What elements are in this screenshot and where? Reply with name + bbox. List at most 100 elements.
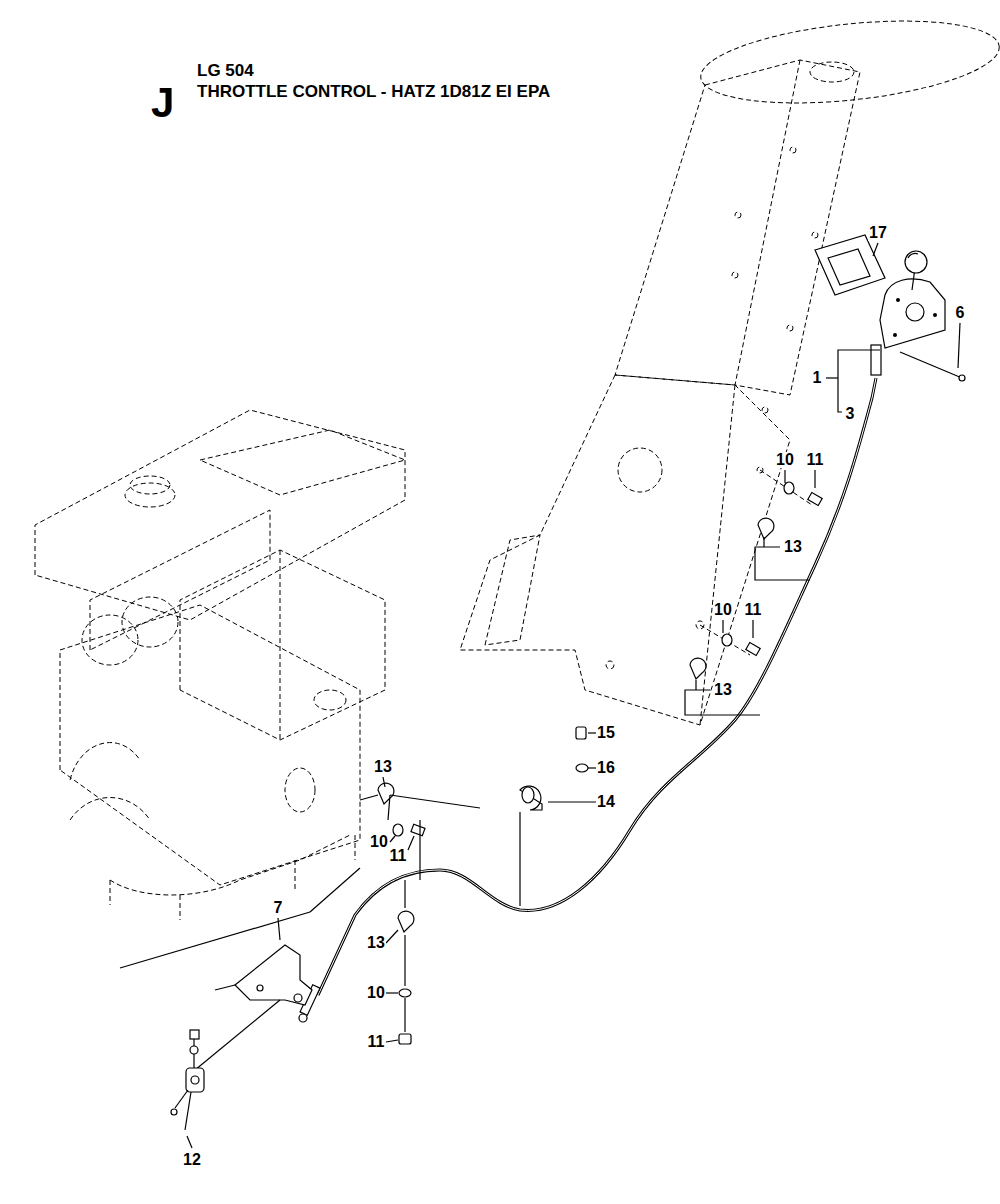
drawing-line xyxy=(700,385,735,725)
drawing-line xyxy=(386,992,398,993)
drawing-line xyxy=(722,634,732,646)
callout-number: 10 xyxy=(366,985,386,1001)
sheet-heading: LG 504 xyxy=(196,62,255,79)
drawing-line xyxy=(257,985,263,991)
drawing-line xyxy=(763,537,764,547)
callout-number: 10 xyxy=(369,834,389,850)
drawing-line xyxy=(360,795,378,800)
drawing-line xyxy=(193,1054,194,1068)
drawing-line xyxy=(393,824,403,836)
callout-number: 11 xyxy=(367,1034,386,1050)
drawing-line xyxy=(576,727,586,739)
drawing-line xyxy=(760,470,812,505)
callout-number: 13 xyxy=(783,539,803,555)
drawing-line xyxy=(386,930,398,943)
drawing-line xyxy=(815,235,885,295)
drawing-line xyxy=(826,377,838,378)
drawing-line xyxy=(190,1030,199,1039)
drawing-line xyxy=(419,820,420,880)
drawing-line xyxy=(190,1046,198,1054)
drawing-line xyxy=(896,298,900,302)
drawing-line xyxy=(175,1090,188,1108)
callout-number: 10 xyxy=(775,452,795,468)
drawing-line xyxy=(828,249,870,285)
engine-outline xyxy=(35,410,405,920)
drawing-line xyxy=(122,597,178,647)
drawing-line xyxy=(200,430,405,495)
drawing-line xyxy=(908,253,918,258)
drawing-line xyxy=(310,868,360,912)
drawing-line xyxy=(732,272,738,278)
callout-number: 11 xyxy=(744,602,763,618)
drawing-line xyxy=(191,1076,199,1084)
drawing-line xyxy=(280,550,281,740)
callout-number: 13 xyxy=(366,935,386,951)
drawing-line xyxy=(187,1136,192,1148)
drawing-line xyxy=(548,801,596,802)
drawing-line xyxy=(520,786,542,810)
drawing-line xyxy=(404,935,405,986)
drawing-line xyxy=(125,483,175,507)
drawing-line xyxy=(735,60,800,385)
sheet-heading: J xyxy=(150,82,175,124)
drawing-line xyxy=(82,615,138,665)
drawing-line xyxy=(606,661,614,669)
callout-number: 3 xyxy=(845,406,856,422)
callout-number: 1 xyxy=(812,370,823,386)
drawing-line xyxy=(588,767,596,768)
drawing-line xyxy=(958,323,960,368)
callout-number: 7 xyxy=(273,900,284,916)
drawing-line xyxy=(171,1109,177,1115)
drawing-line xyxy=(404,998,405,1032)
drawing-line xyxy=(398,911,414,932)
drawing-line xyxy=(180,895,181,920)
drawing-line xyxy=(838,350,880,412)
drawing-line xyxy=(130,476,170,494)
drawing-line xyxy=(893,333,897,337)
drawing-line xyxy=(314,690,346,710)
drawing-line xyxy=(588,732,596,733)
drawing-line xyxy=(735,212,741,218)
drawing-line xyxy=(388,795,390,820)
drawing-line xyxy=(519,812,520,906)
drawing-line xyxy=(697,9,1000,116)
drawing-line xyxy=(618,448,662,492)
throttle-cable xyxy=(318,378,876,995)
drawing-line xyxy=(784,470,785,483)
callout-number: 15 xyxy=(596,725,616,741)
drawing-line xyxy=(399,989,411,997)
drawing-line xyxy=(411,824,425,836)
drawing-line xyxy=(355,835,356,860)
leader-lines xyxy=(120,243,960,1148)
drawing-line xyxy=(758,518,774,539)
drawing-line xyxy=(285,768,315,812)
callout-number: 13 xyxy=(373,759,393,775)
callout-number: 10 xyxy=(713,602,733,618)
drawing-line xyxy=(404,880,405,908)
drawing-line xyxy=(185,1092,191,1130)
drawing-line xyxy=(808,493,822,506)
drawing-line xyxy=(295,860,296,890)
drawing-line xyxy=(873,243,878,256)
drawing-line xyxy=(522,787,534,803)
callout-number: 17 xyxy=(868,225,888,241)
drawing-line xyxy=(299,1014,307,1022)
drawing-line xyxy=(235,945,312,1005)
drawing-line xyxy=(186,1068,204,1092)
drawing-line xyxy=(905,251,927,273)
drawing-line xyxy=(390,836,395,842)
callout-number: 13 xyxy=(713,682,733,698)
drawing-line xyxy=(690,658,706,679)
drawing-line xyxy=(752,620,753,638)
drawing-line xyxy=(399,1034,411,1044)
drawing-line xyxy=(180,550,385,740)
drawing-line xyxy=(390,795,480,808)
page-title: THROTTLE CONTROL - HATZ 1D81Z EI EPA xyxy=(196,83,551,100)
callout-number: 6 xyxy=(955,305,966,321)
drawing-line xyxy=(814,470,815,488)
drawing-line xyxy=(35,410,405,620)
drawing-line xyxy=(959,375,965,381)
drawing-line xyxy=(195,1000,280,1070)
drawing-line xyxy=(933,313,937,317)
